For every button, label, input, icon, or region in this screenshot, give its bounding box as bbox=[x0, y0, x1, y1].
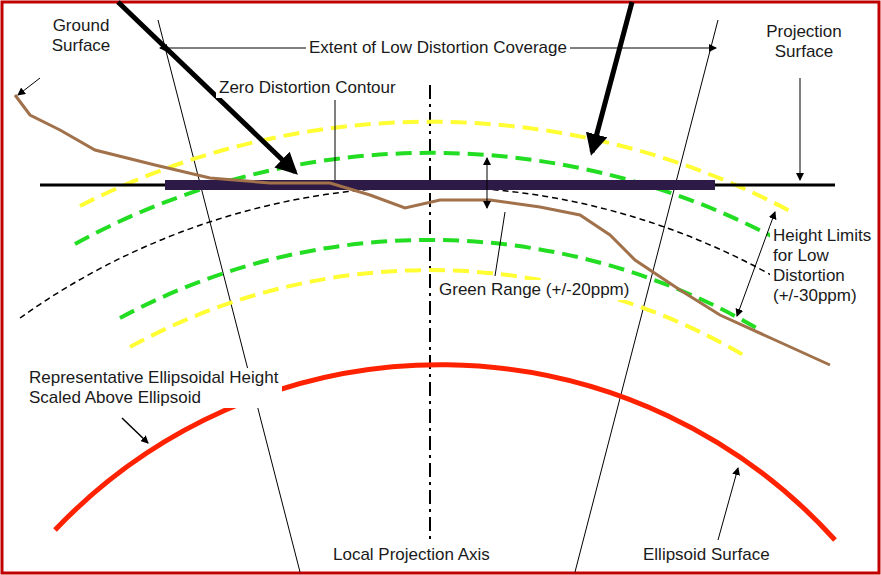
ground-surface-label: Ground Surface bbox=[36, 16, 126, 56]
leader bbox=[495, 212, 505, 276]
callout-arrow bbox=[592, 2, 632, 152]
leader bbox=[122, 418, 148, 443]
representative-height-label: Representative Ellipsoidal Height Scaled… bbox=[26, 368, 282, 408]
lower-yellow-limit bbox=[130, 270, 745, 356]
axis-label: Local Projection Axis bbox=[330, 545, 493, 565]
projection-surface-label: Projection Surface bbox=[748, 22, 860, 62]
green-range-label: Green Range (+/-20ppm) bbox=[436, 280, 632, 300]
ellipsoid-label: Ellipsoid Surface bbox=[640, 545, 773, 565]
leader bbox=[335, 100, 336, 180]
leader bbox=[800, 78, 801, 180]
extent-line bbox=[158, 20, 300, 572]
leader bbox=[718, 468, 738, 540]
leader bbox=[18, 78, 40, 95]
green-range-dimension bbox=[487, 158, 488, 208]
zero-distortion-label: Zero Distortion Contour bbox=[216, 78, 399, 98]
ground-surface bbox=[15, 95, 830, 365]
height-limits-label: Height Limits for Low Distortion (+/-30p… bbox=[770, 226, 876, 306]
upper-green-limit bbox=[75, 153, 775, 244]
extent-label: Extent of Low Distortion Coverage bbox=[306, 38, 570, 58]
